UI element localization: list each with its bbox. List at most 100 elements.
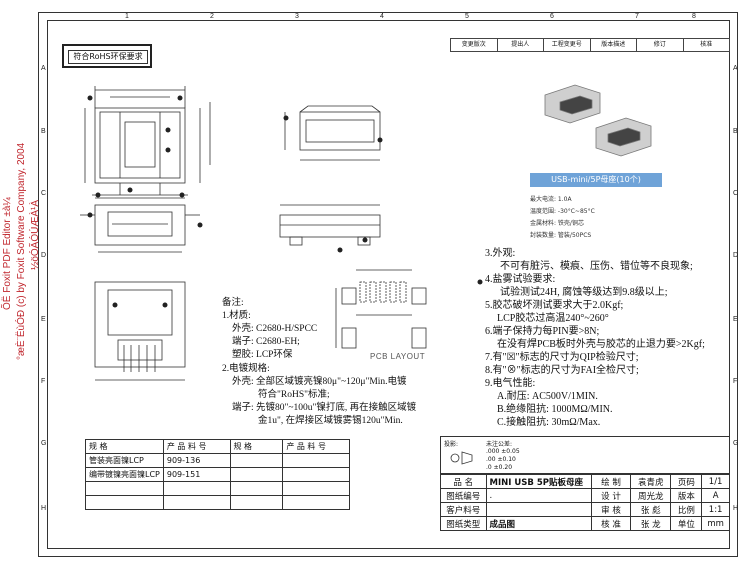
- tolerance-line: .00 ±0.10: [486, 456, 516, 463]
- tb-value: 袁青虎: [629, 474, 672, 489]
- tolerance-box: 投影: 未注公差: .000 ±0.05 .00 ±0.10 .0 ±0.20: [440, 436, 730, 474]
- tb-value: A: [701, 488, 730, 503]
- tb-label: 图纸编号: [440, 488, 487, 503]
- tb-label: 页码: [670, 474, 703, 489]
- note-left-line: 2.电镀规格:: [222, 364, 270, 374]
- spec-current: 最大电流: 1.0A: [530, 196, 572, 203]
- tb-label: 绘 制: [590, 474, 632, 489]
- row-tick-g-right: G: [733, 440, 739, 447]
- tb-drawing-no: .: [485, 488, 592, 503]
- revision-table: 变更版次 提出人 工程变更号 版本描述 修订 核准: [450, 38, 730, 52]
- table-row: 图纸编号 . 设 计 周光龙 版本 A: [440, 488, 730, 503]
- row-tick-d: D: [41, 252, 47, 259]
- tolerance-header: 未注公差:: [486, 441, 513, 448]
- note-right-line: LCP胶芯过高温240°~260°: [497, 313, 609, 324]
- note-right-line: 9.电气性能:: [485, 378, 536, 389]
- tolerance-line: .000 ±0.05: [486, 448, 520, 455]
- tb-label: 版本: [670, 488, 703, 503]
- title-block: 品 名 MINI USB 5P贴板母座 绘 制 袁青虎 页码 1/1 图纸编号 …: [440, 474, 730, 531]
- col-tick-4: 4: [380, 13, 384, 20]
- projection-label: 投影:: [444, 441, 459, 448]
- note-right-line: B.绝缘阻抗: 1000MΩ/MIN.: [497, 404, 613, 415]
- side-view-drawing: [284, 105, 381, 161]
- row-tick-c: C: [41, 190, 47, 197]
- table-header-cell: 规 格: [229, 439, 284, 454]
- dim-marker-icon: [165, 147, 171, 153]
- note-left-line: 外壳: 全部区域镀亮镍80μ"~120μ"Min.电镀: [232, 377, 407, 387]
- row-tick-c-right: C: [733, 190, 739, 197]
- tb-value: mm: [701, 516, 730, 531]
- dim-marker-icon: [179, 192, 185, 198]
- dim-marker-icon: [87, 95, 93, 101]
- pcb-layout-drawing: [335, 269, 427, 349]
- rev-col-version: 变更版次: [451, 39, 498, 51]
- tb-label: 图纸类型: [440, 516, 487, 531]
- product-title: USB-mini/5P母座(10个): [530, 173, 662, 187]
- dim-marker-icon: [377, 137, 383, 143]
- row-tick-a-right: A: [733, 65, 738, 72]
- note-right-line: 试验测试24H, 腐蚀等级达到9.8级以上;: [500, 287, 668, 298]
- tb-product-name: MINI USB 5P贴板母座: [485, 474, 592, 489]
- tb-value: 1:1: [701, 502, 730, 517]
- tb-customer-no: [485, 502, 592, 517]
- dim-marker-icon: [197, 222, 203, 228]
- row-tick-g: G: [41, 440, 47, 447]
- dim-marker-icon: [87, 212, 93, 218]
- top-view-drawing: [84, 86, 211, 196]
- note-left-line: 端子: C2680-EH;: [232, 337, 300, 347]
- note-left-line: 外壳: C2680-H/SPCC: [232, 324, 318, 334]
- inner-frame: [47, 20, 730, 549]
- tb-label: 比例: [670, 502, 703, 517]
- table-cell: 909-151: [162, 467, 231, 482]
- rev-col-revise: 修订: [637, 39, 684, 51]
- note-right-line: 4.盐雾试验要求:: [485, 274, 556, 285]
- rev-col-ecn: 工程变更号: [544, 39, 591, 51]
- col-tick-8: 8: [692, 13, 696, 20]
- note-right-line: 5.胶芯破坏测试要求大于2.0Kgf;: [485, 300, 624, 311]
- dim-marker-icon: [283, 115, 289, 121]
- table-row: 编带镀镍亮面镍LCP 909-151: [85, 467, 350, 482]
- tb-label: 客户料号: [440, 502, 487, 517]
- table-row: 管装亮面镍LCP 909-136: [85, 453, 350, 468]
- dim-marker-icon: [112, 302, 118, 308]
- note-left-line: 端子: 先镀80"~100u"镍打底, 再在接触区域镀: [232, 403, 417, 413]
- dim-marker-icon: [162, 302, 168, 308]
- table-header-cell: 产 品 料 号: [162, 439, 231, 454]
- rev-col-approve: 核准: [700, 41, 713, 48]
- table-row: 品 名 MINI USB 5P贴板母座 绘 制 袁青虎 页码 1/1: [440, 474, 730, 489]
- col-tick-3: 3: [295, 13, 299, 20]
- table-cell: [282, 467, 350, 482]
- rev-col-proposer: 提出人: [498, 39, 544, 51]
- rev-col-desc: 版本描述: [591, 39, 637, 51]
- dim-marker-icon: [177, 95, 183, 101]
- spec-packaging: 封装数量: 管装/50PCS: [530, 232, 592, 239]
- row-tick-h: H: [41, 505, 47, 512]
- col-tick-1: 1: [125, 13, 129, 20]
- table-cell: [229, 467, 284, 482]
- table-row: [85, 481, 350, 496]
- dim-marker-icon: [127, 187, 133, 193]
- product-photo: [544, 84, 652, 157]
- tb-value: 张 龙: [629, 516, 672, 531]
- note-right-line: 8.有"⊗"标志的尺寸为FAI全检尺寸;: [485, 365, 639, 376]
- table-header-cell: 规 格: [85, 439, 164, 454]
- spec-material: 金属材料: 铁壳/铜芯: [530, 220, 584, 227]
- row-tick-f: F: [41, 378, 46, 385]
- table-cell: 编带镀镍亮面镍LCP: [85, 467, 164, 482]
- rohs-badge-text: 符合RoHS环保要求: [68, 50, 148, 64]
- tb-label: 核 准: [590, 516, 632, 531]
- row-tick-h-right: H: [733, 505, 739, 512]
- tolerance-line: .0 ±0.20: [486, 464, 513, 471]
- bottom-view-drawing: [94, 281, 186, 381]
- table-row: 客户料号 审 核 张 彪 比例 1:1: [440, 502, 730, 517]
- dim-marker-icon: [362, 237, 368, 243]
- row-tick-e-right: E: [733, 316, 738, 323]
- tb-label: 单位: [670, 516, 703, 531]
- pcb-layout-label: PCB LAYOUT: [370, 352, 426, 361]
- table-header-cell: 产 品 料 号: [282, 439, 350, 454]
- row-tick-e: E: [41, 316, 46, 323]
- tb-value: 张 彪: [629, 502, 672, 517]
- row-tick-d-right: D: [733, 252, 739, 259]
- outer-frame: [38, 12, 738, 557]
